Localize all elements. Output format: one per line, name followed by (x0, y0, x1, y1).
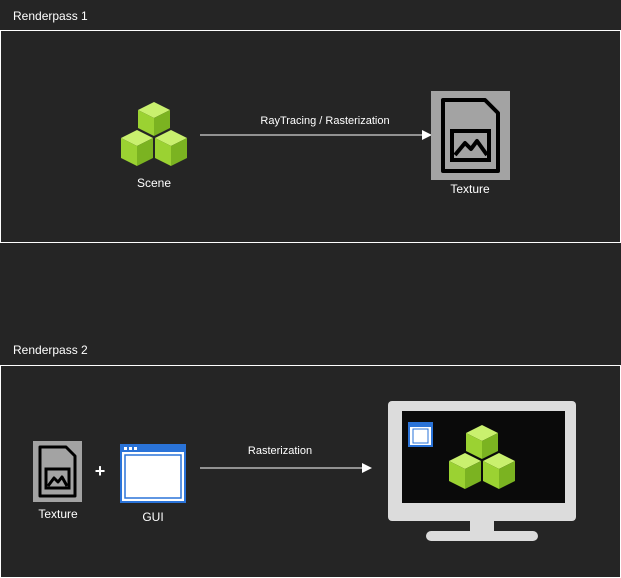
cubes-icon (121, 102, 187, 166)
screen-window-icon (408, 422, 433, 447)
renderpass-2-title: Renderpass 2 (13, 343, 88, 357)
cube-right (155, 130, 187, 166)
cube-left (121, 130, 153, 166)
scene-label: Scene (136, 176, 172, 190)
gui-label: GUI (142, 510, 164, 524)
edge-label-pass2: Rasterization (247, 445, 313, 457)
image-file-icon (431, 91, 510, 180)
screen-cubes-icon (449, 425, 515, 489)
arrow-pass1 (200, 130, 432, 140)
plus-operator: + (94, 461, 106, 481)
monitor-icon (388, 401, 576, 541)
texture-input-label: Texture (38, 507, 78, 521)
arrow-pass2 (200, 463, 372, 473)
image-file-icon (33, 441, 82, 502)
edge-label-pass1: RayTracing / Rasterization (260, 115, 390, 127)
texture-label: Texture (450, 182, 490, 196)
renderpass-1-title: Renderpass 1 (13, 9, 88, 23)
window-icon (120, 444, 186, 503)
cube-top (138, 102, 170, 136)
